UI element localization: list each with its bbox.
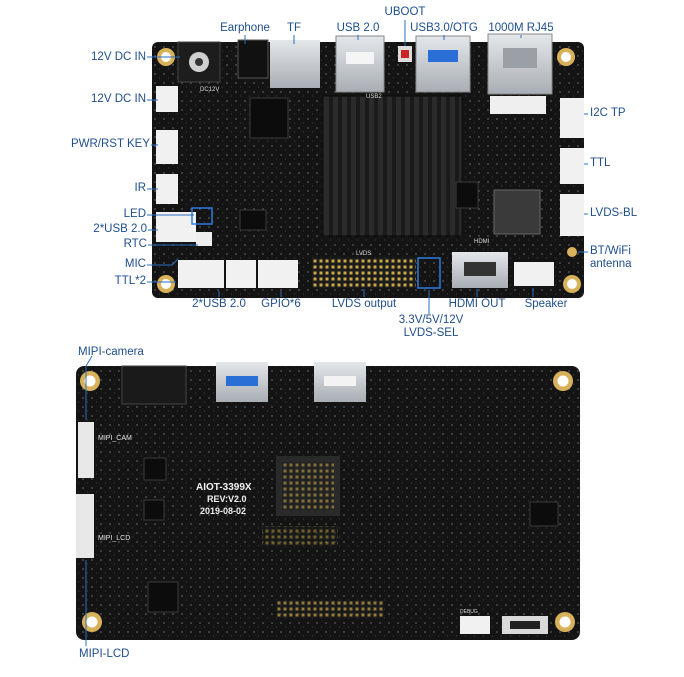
label-usb3-otg: USB3.0/OTG: [410, 22, 478, 34]
silk-dc12v: DC12V: [200, 87, 219, 93]
heatsink: [321, 95, 463, 237]
speaker-connector: [514, 262, 554, 286]
chip: [249, 97, 289, 139]
label-lvds-bl: LVDS-BL: [590, 207, 638, 219]
label-uboot: UBOOT: [384, 6, 426, 18]
silk-rev: REV:V2.0: [207, 494, 247, 504]
pad-row: [262, 526, 338, 546]
ir-connector: [156, 174, 178, 204]
label-2-usb2-bottom: 2*USB 2.0: [192, 298, 246, 310]
rtc-battery: [196, 232, 212, 246]
label-lvds-sel-voltage: 3.3V/5V/12V: [398, 314, 464, 326]
chip: [143, 499, 165, 521]
label-hdmi-out: HDMI OUT: [448, 298, 506, 310]
chip: [455, 181, 479, 209]
label-mipi-lcd: MIPI-LCD: [79, 648, 130, 660]
bottom-board: [76, 362, 580, 640]
debug-connector: [460, 616, 490, 634]
silk-usb2: USB2: [366, 94, 382, 100]
silk-mipi-lcd: MIPI_LCD: [98, 535, 130, 542]
pwr-rst-connector: [156, 130, 178, 164]
earphone-jack: [237, 39, 269, 79]
silk-mipi-cam: MIPI_CAM: [98, 435, 132, 442]
label-mipi-camera: MIPI-camera: [78, 346, 144, 358]
leader-lines: [85, 20, 588, 646]
gpio-connector: [258, 260, 298, 288]
ttl-connector: [560, 148, 584, 184]
silk-model: AIOT-3399X: [196, 482, 252, 493]
dc-in-2-connector: [156, 86, 178, 112]
wifi-module: [493, 189, 541, 235]
chip: [529, 501, 559, 527]
mipi-lcd-connector: [76, 494, 94, 558]
pad-row: [276, 600, 384, 618]
label-i2c-tp: I2C TP: [590, 107, 626, 119]
chip: [239, 209, 267, 231]
label-rj45: 1000M RJ45: [488, 22, 554, 34]
white-connector: [490, 96, 546, 114]
lvds-sel-jumper: [417, 257, 441, 289]
i2c-tp-connector: [560, 98, 584, 138]
label-usb2: USB 2.0: [336, 22, 380, 34]
label-gpio: GPIO*6: [261, 298, 301, 310]
lvds-bl-connector: [560, 194, 584, 236]
ttl-x2-connector: [178, 260, 224, 288]
silk-date: 2019-08-02: [200, 506, 246, 516]
chip: [143, 457, 167, 481]
label-speaker: Speaker: [524, 298, 568, 310]
label-mic: MIC: [124, 258, 146, 270]
tf-slot: [270, 40, 320, 88]
label-12v-dc-in-2: 12V DC IN: [91, 93, 146, 105]
lvds-header: [312, 258, 416, 288]
label-lvds-output: LVDS output: [331, 298, 397, 310]
label-pwr-rst-key: PWR/RST KEY: [70, 138, 150, 150]
usb2-x2-bottom-connector: [226, 260, 256, 288]
chip: [147, 581, 179, 613]
usb3-otg-port: [415, 35, 471, 93]
antenna-connector: [567, 247, 577, 257]
label-tf: TF: [286, 22, 302, 34]
label-earphone: Earphone: [220, 22, 270, 34]
silk-lvds: LVDS: [356, 251, 371, 257]
silk-hdmi: HDMI: [474, 239, 490, 245]
label-ttl: TTL: [590, 157, 611, 169]
label-ttl-x2: TTL*2: [114, 275, 146, 287]
label-led: LED: [123, 208, 146, 220]
label-ir: IR: [134, 182, 147, 194]
label-antenna: antenna: [590, 258, 632, 270]
label-12v-dc-in-1: 12V DC IN: [91, 51, 146, 63]
led-highlight: [191, 207, 213, 225]
label-2-usb2-left: 2*USB 2.0: [93, 223, 147, 235]
label-bt-wifi: BT/WiFi: [590, 245, 631, 257]
mipi-cam-connector: [78, 422, 94, 478]
label-lvds-sel: LVDS-SEL: [403, 327, 459, 339]
rj45-rear: [121, 365, 187, 405]
top-board: [152, 33, 584, 298]
label-rtc: RTC: [123, 238, 147, 250]
silk-debug: DEBUG: [460, 609, 478, 615]
usb-left-connector: [156, 212, 196, 242]
